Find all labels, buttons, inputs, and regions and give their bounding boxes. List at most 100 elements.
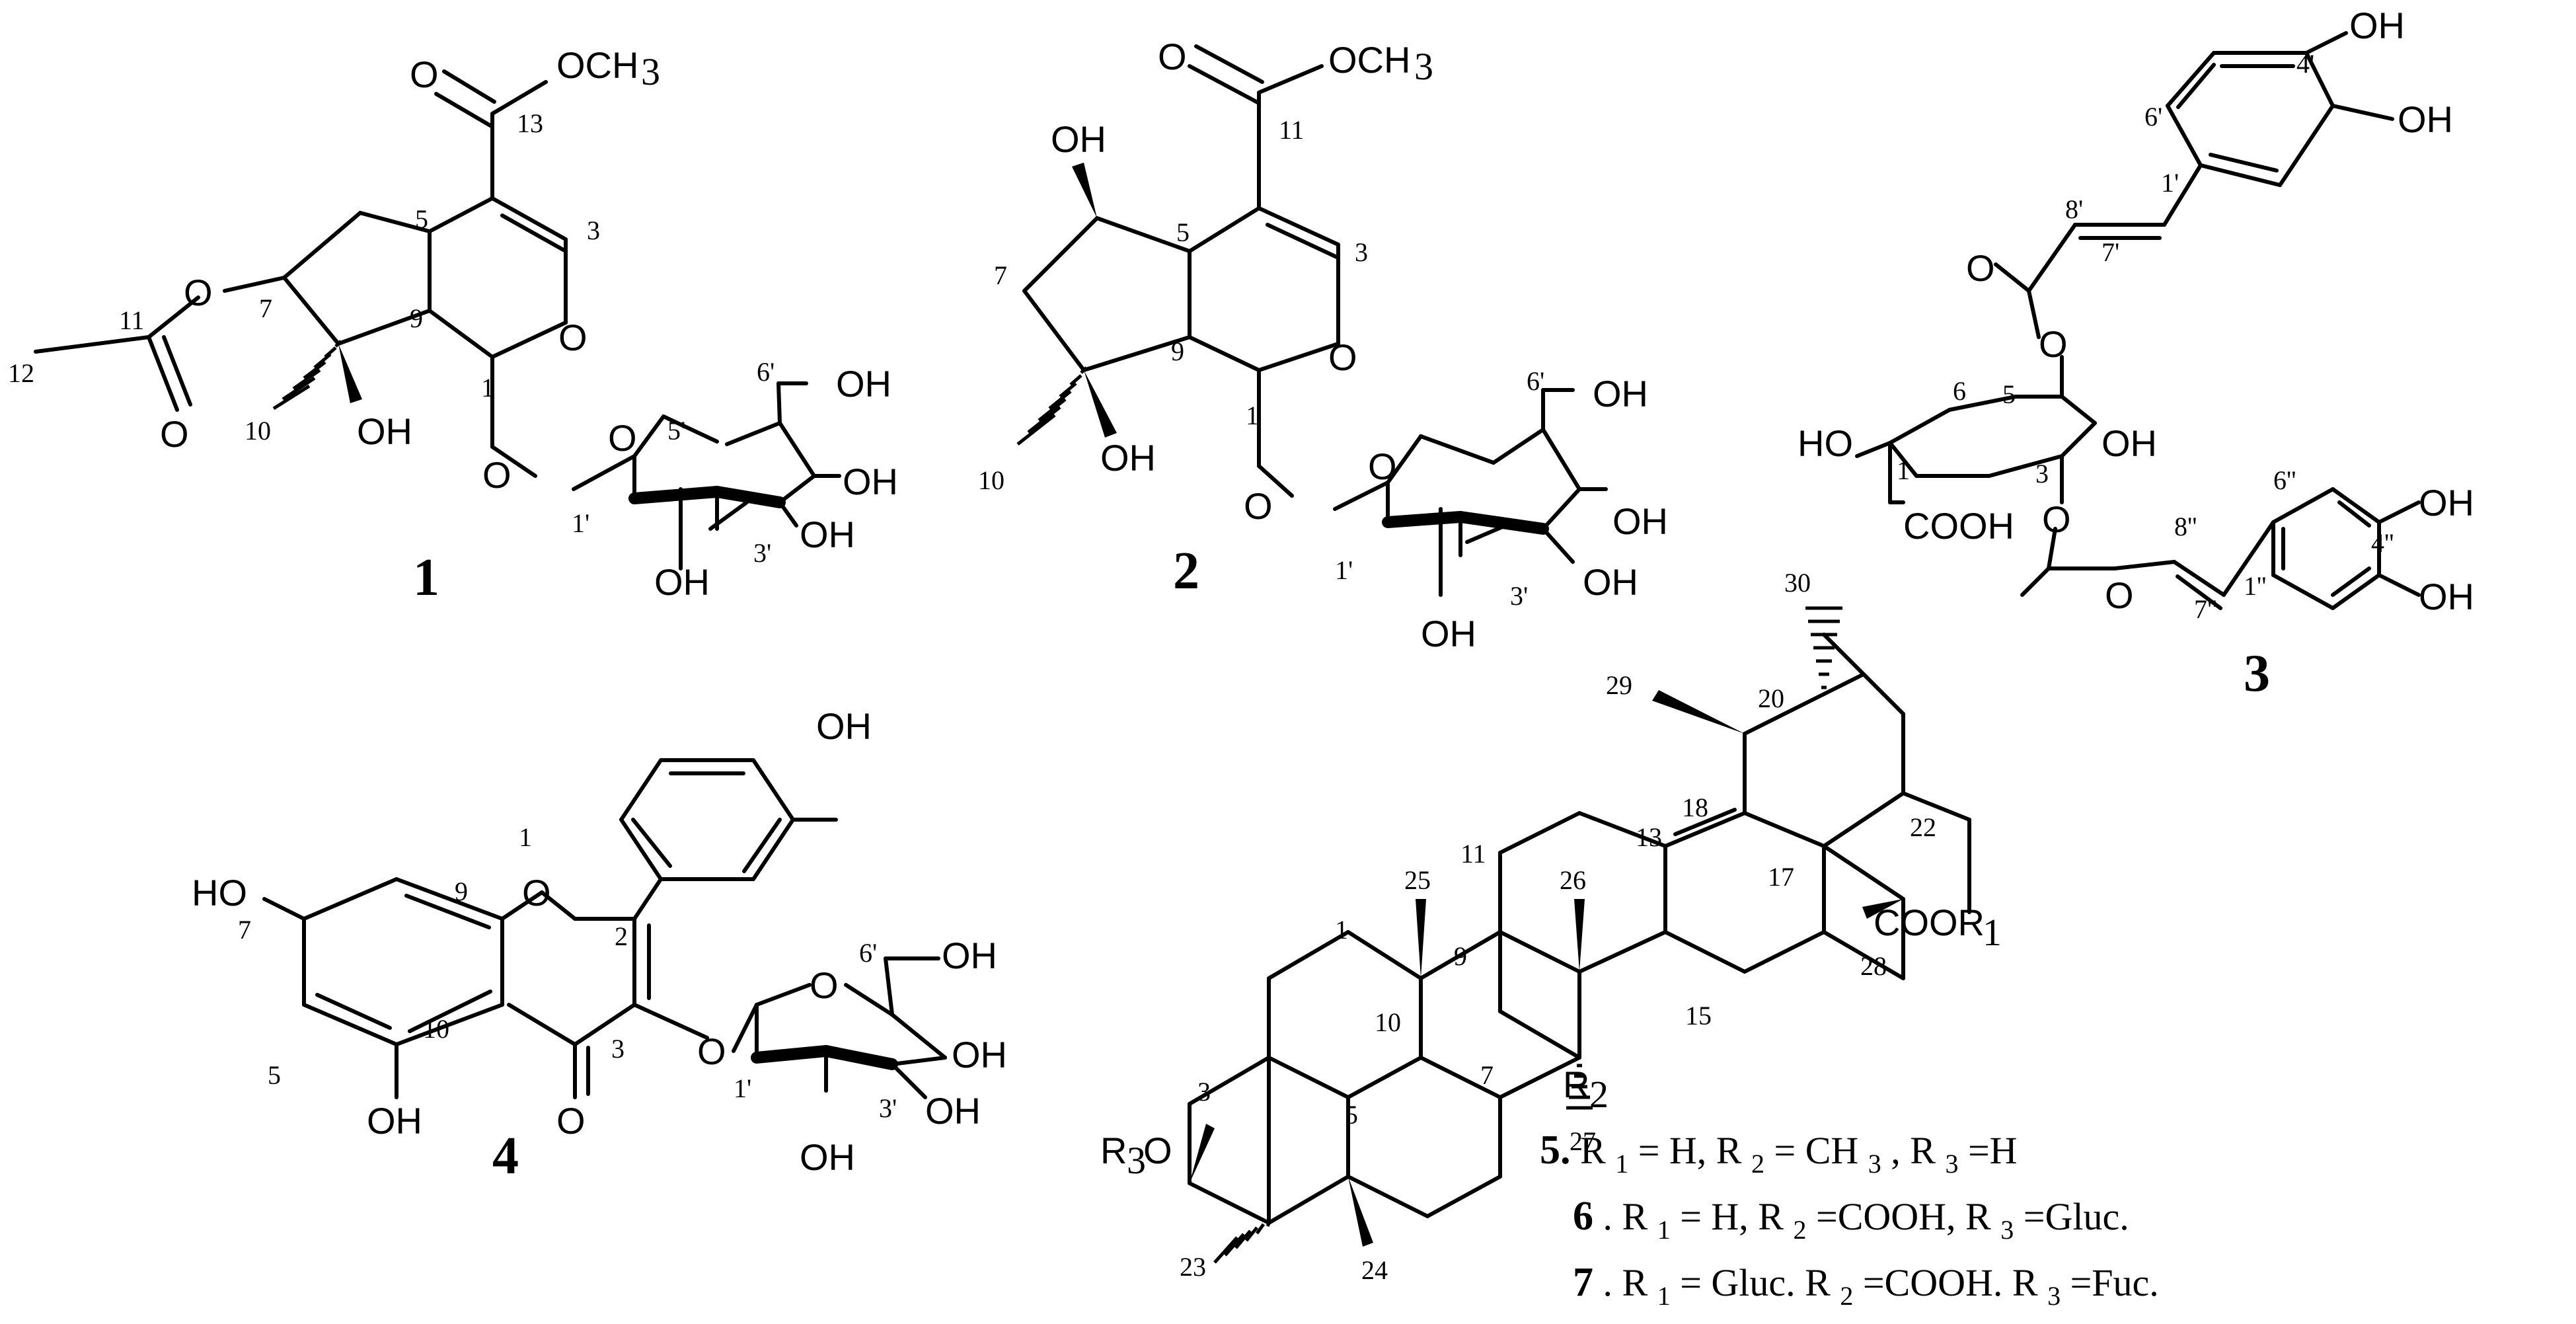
locant-9: 9 — [1171, 336, 1184, 366]
atom-o-ring: O — [522, 872, 551, 914]
legend-r2-val: = CH — [1774, 1129, 1858, 1172]
locant-4doubleprime: 4'' — [2371, 528, 2394, 558]
locant-12: 12 — [8, 358, 34, 388]
atom-coor: COOR — [1874, 902, 1985, 943]
legend-r2-sub: 2 — [1840, 1281, 1853, 1311]
substituent-legend: 5. R 1 = H, R 2 = CH 3 , R 3 =H 6 . R 1 … — [1540, 1128, 2159, 1311]
legend-r1-sub: 1 — [1657, 1215, 1671, 1245]
atom-o-ester: O — [184, 272, 213, 313]
compound-1-bonds — [34, 69, 816, 570]
legend-r2-val: =COOH, — [1816, 1195, 1965, 1238]
hashed-bond-30 — [1805, 606, 1842, 689]
locant-8doubleprime: 8'' — [2174, 512, 2197, 541]
atom-oh-2prime: OH — [1421, 613, 1476, 654]
compound-4: OH O HO O O OH O OH OH OH OH 1 7 9 2 10 … — [192, 705, 1007, 1185]
atom-oh-3prime: OH — [800, 514, 855, 555]
atom-ho-7: HO — [192, 872, 247, 914]
atom-ome-subscript: 3 — [641, 50, 660, 93]
legend-id: 7 — [1573, 1260, 1593, 1305]
locant-3: 3 — [1197, 1077, 1211, 1107]
atom-ome: OCH — [1328, 39, 1410, 81]
locant-7: 7 — [238, 915, 251, 945]
locant-6prime: 6' — [757, 357, 775, 387]
atom-oh-3prime: OH — [1583, 561, 1638, 603]
atom-oh-3doubleprime: OH — [2419, 576, 2474, 617]
triterpene-bonds — [1188, 633, 1971, 1225]
hashed-bond-23 — [1213, 1220, 1272, 1264]
atom-oh-4prime: OH — [816, 705, 872, 747]
legend-r1: . R — [1603, 1195, 1648, 1238]
locant-1prime: 1' — [572, 508, 589, 538]
atom-o-glycosidic: O — [482, 454, 511, 496]
atom-r2-subscript: 2 — [1589, 1073, 1609, 1116]
legend-r2-val: =COOH. — [1863, 1261, 2012, 1304]
atom-o-carbonyl: O — [410, 54, 439, 95]
atom-oh-2prime: OH — [800, 1136, 855, 1178]
atom-o-acetyl: O — [160, 413, 189, 455]
atom-oh-6prime: OH — [1593, 373, 1648, 414]
locant-3: 3 — [2035, 459, 2049, 488]
atom-oh-4doubleprime: OH — [2419, 482, 2474, 524]
locant-28: 28 — [1860, 951, 1887, 981]
legend-id: 5. — [1540, 1128, 1571, 1173]
atom-o-ester-carbonyl: O — [1966, 247, 1995, 289]
compound-5-7: COOR 1 R 2 R 3 O 30 29 20 18 22 11 13 17… — [1100, 568, 2002, 1285]
compound-4-bonds — [262, 758, 947, 1099]
atom-r3-oxygen: O — [1143, 1130, 1172, 1171]
atom-o-glucose-ring: O — [608, 417, 637, 459]
atom-oh-4prime: OH — [1612, 500, 1668, 542]
legend-r3: R — [2012, 1261, 2038, 1304]
locant-1doubleprime: 1'' — [2244, 571, 2266, 601]
legend-r2: R — [1758, 1195, 1784, 1238]
compound-2-label: 2 — [1173, 542, 1199, 600]
legend-row-5: 5. R 1 = H, R 2 = CH 3 , R 3 =H — [1540, 1128, 2018, 1179]
atom-oh-6prime: OH — [942, 935, 997, 976]
legend-r1-val: = H, — [1638, 1129, 1716, 1172]
legend-r3-sub: 3 — [2000, 1215, 2014, 1245]
locant-3prime: 3' — [1510, 581, 1528, 611]
legend-r2: R — [1716, 1129, 1742, 1172]
locant-10: 10 — [245, 416, 271, 446]
atom-oh-5: OH — [367, 1100, 422, 1142]
hashed-bond-27 — [1566, 1064, 1593, 1110]
atom-r3: R — [1100, 1130, 1127, 1171]
locant-1: 1 — [1246, 401, 1259, 430]
atom-o-keto: O — [556, 1100, 586, 1142]
locant-10: 10 — [423, 1014, 449, 1044]
locant-10: 10 — [978, 465, 1004, 495]
locant-5: 5 — [1345, 1100, 1358, 1130]
atom-oh-4doubleprime: OH — [952, 1034, 1007, 1075]
compound-1: O OCH 3 O O O OH O O OH OH OH OH 13 3 5 … — [8, 44, 898, 607]
locant-1: 1 — [1335, 915, 1348, 945]
locant-17: 17 — [1768, 862, 1794, 892]
locant-9: 9 — [1454, 941, 1467, 971]
locant-11: 11 — [1279, 115, 1305, 145]
locant-1prime: 1' — [1335, 555, 1353, 585]
locant-5: 5 — [2002, 379, 2016, 409]
locant-1prime: 1' — [734, 1073, 751, 1103]
atom-ho-1: HO — [1798, 422, 1853, 464]
legend-r3: R — [1965, 1195, 1991, 1238]
atom-r3-subscript: 3 — [1127, 1139, 1146, 1182]
locant-5: 5 — [415, 204, 428, 234]
locant-3: 3 — [1355, 237, 1368, 267]
legend-r2-sub: 2 — [1793, 1215, 1806, 1245]
compound-2-hashed-bond — [1016, 366, 1088, 446]
locant-1: 1 — [481, 373, 494, 403]
locant-4prime: 4' — [2296, 49, 2314, 79]
locant-1prime: 1' — [2161, 168, 2179, 198]
locant-9: 9 — [410, 303, 423, 333]
legend-r1: R — [1580, 1129, 1606, 1172]
locant-25: 25 — [1404, 865, 1431, 895]
atom-o-glycosidic: O — [697, 1031, 726, 1072]
legend-r1: . R — [1603, 1261, 1648, 1304]
compound-3-label: 3 — [2244, 644, 2270, 703]
locant-11: 11 — [1460, 839, 1486, 869]
locant-6prime: 6' — [2144, 102, 2162, 132]
atom-o-ring: O — [1328, 336, 1357, 378]
compound-3-bonds — [1855, 31, 2421, 610]
atom-oh-8: OH — [1100, 437, 1156, 479]
locant-30: 30 — [1784, 568, 1811, 598]
legend-r2: R — [1805, 1261, 1831, 1304]
compound-4-label: 4 — [492, 1127, 519, 1185]
